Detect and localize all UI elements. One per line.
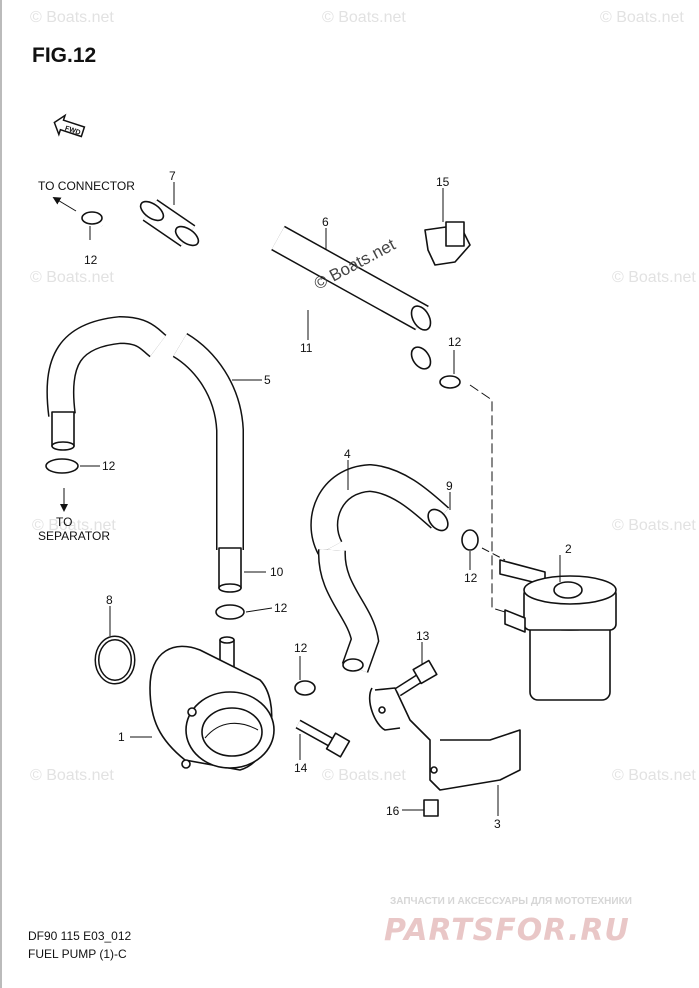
watermark-text: © Boats.net (322, 9, 406, 26)
callout-13: 13 (416, 629, 430, 643)
brand-subtitle: ЗАПЧАСТИ И АКСЕССУАРЫ ДЛЯ МОТОТЕХНИКИ (390, 896, 632, 907)
watermark-text: © Boats.net (32, 517, 116, 534)
hose-11 (94, 218, 432, 370)
callout-14: 14 (294, 761, 308, 775)
callout-2: 2 (565, 542, 572, 556)
callout-6: 6 (322, 215, 329, 229)
callout-11: 11 (300, 341, 313, 355)
watermark-text: © Boats.net (600, 9, 684, 26)
watermark-text: © Boats.net (612, 767, 696, 784)
clamp-15 (424, 221, 471, 266)
guide-line (481, 547, 506, 561)
bolt-13 (395, 659, 438, 697)
callout-12: 12 (274, 601, 288, 615)
watermark-text: © Boats.net (612, 517, 696, 534)
fwd-label: FWD (64, 125, 81, 137)
watermark-text: © Boats.net (322, 767, 406, 784)
watermark-text: © Boats.net (612, 269, 696, 286)
bolt-14 (295, 719, 351, 758)
figure-title: FIG.12 (32, 44, 96, 67)
bracket (368, 687, 521, 791)
o-ring-inner (96, 637, 134, 683)
to-separator-label: SEPARATOR (38, 529, 110, 543)
arrow-icon (52, 196, 77, 212)
brand-name: PARTSFOR.RU (384, 913, 630, 948)
callout-12: 12 (294, 641, 308, 655)
callout-12: 12 (464, 571, 478, 585)
callout-8: 8 (106, 593, 113, 607)
spacer (423, 799, 439, 817)
hose-6 (271, 225, 432, 331)
callout-3: 3 (494, 817, 501, 831)
callout-1: 1 (118, 730, 125, 744)
clip-12 (45, 211, 479, 696)
fuel-filter (499, 559, 617, 701)
callout-7: 7 (169, 169, 176, 183)
hose-5 (172, 332, 244, 593)
callout-4: 4 (344, 447, 351, 461)
leader-lines (80, 182, 561, 816)
callout-9: 9 (446, 479, 453, 493)
guide-line (469, 384, 506, 613)
callout-12: 12 (102, 459, 116, 473)
diagram-caption: FUEL PUMP (1)-C (28, 947, 127, 961)
callout-15: 15 (436, 175, 450, 189)
watermark-layer: © Boats.net © Boats.net © Boats.net © Bo… (30, 9, 696, 784)
callout-12: 12 (84, 253, 98, 267)
fwd-badge: FWD (53, 113, 86, 138)
watermark-text: © Boats.net (30, 9, 114, 26)
callout-5: 5 (264, 373, 271, 387)
callout-16: 16 (386, 804, 400, 818)
watermark-text: © Boats.net (30, 767, 114, 784)
callout-12: 12 (448, 335, 462, 349)
fuel-pump (149, 636, 275, 771)
to-separator-label: TO (56, 515, 72, 529)
diagram-code: DF90 115 E03_012 (28, 929, 132, 943)
watermark-text: © Boats.net (30, 269, 114, 286)
hose-5-left (46, 315, 167, 451)
to-connector-label: TO CONNECTOR (38, 179, 135, 193)
hose-4 (310, 463, 450, 673)
callout-10: 10 (270, 565, 284, 579)
hose-7 (139, 199, 200, 247)
